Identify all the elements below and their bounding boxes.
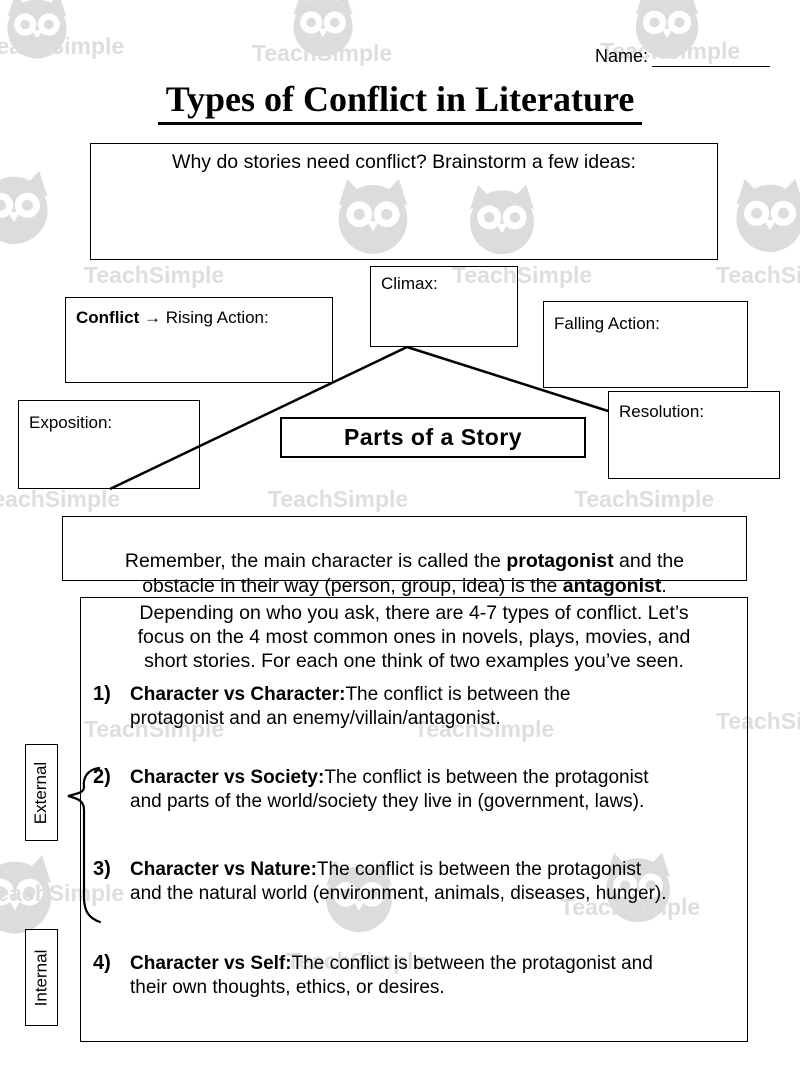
watermark-owl-icon [728, 176, 800, 254]
name-field: Name: [595, 46, 771, 67]
watermark-owl-icon [0, 168, 56, 246]
item-description: The conflict is between the protagonist … [130, 953, 653, 998]
reminder-box: Remember, the main character is called t… [62, 516, 747, 597]
name-blank-line [652, 47, 771, 67]
climax-box: Climax: [370, 266, 518, 347]
protagonist-term: protagonist [506, 549, 614, 572]
item-title: Character vs Society: [130, 767, 325, 788]
watermark-text: TeachSimple [716, 708, 800, 734]
watermark-text: TeachSimple [574, 486, 715, 512]
conflict-item: 1) Character vs Character:The conflict i… [93, 683, 741, 731]
item-description: The conflict is between the protagonist … [130, 767, 649, 812]
internal-label-box: Internal [25, 929, 58, 1026]
conflict-item: 4) Character vs Self:The conflict is bet… [93, 952, 741, 1000]
falling-action-box: Falling Action: [543, 301, 748, 388]
name-label: Name: [595, 46, 649, 66]
watermark-text: TeachSimple [252, 40, 393, 66]
internal-label: Internal [31, 949, 51, 1006]
parts-of-a-story-box: Parts of a Story [280, 417, 586, 458]
exposition-box: Exposition: [18, 400, 200, 489]
watermark-text: TeachSimple [560, 894, 701, 920]
item-description: The conflict is between the protagonist … [130, 684, 571, 729]
watermark-text: TeachSimple [0, 33, 125, 59]
reminder-text: . [661, 574, 667, 597]
exposition-label: Exposition: [29, 413, 113, 432]
watermark-text: TeachSimple [84, 716, 225, 742]
brainstorm-box: Why do stories need conflict? Brainstorm… [90, 143, 718, 260]
item-title: Character vs Character: [130, 684, 346, 705]
parts-of-a-story-title: Parts of a Story [344, 424, 522, 450]
conflict-intro: Depending on who you ask, there are 4-7 … [137, 602, 691, 672]
resolution-label: Resolution: [619, 402, 705, 421]
watermark-text: TeachSimple [84, 262, 225, 288]
item-number: 3) [93, 858, 111, 880]
conflict-item: 2) Character vs Society:The conflict is … [93, 766, 741, 814]
watermark-text: TeachSimple [414, 716, 555, 742]
external-label: External [31, 761, 51, 824]
watermark-text: TeachSimple [0, 880, 125, 906]
item-description: The conflict is between the protagonist … [130, 859, 667, 904]
watermark-text: TeachSimple [268, 486, 409, 512]
reminder-text: Remember, the main character is called t… [124, 549, 507, 572]
title-wrap: Types of Conflict in Literature [0, 78, 800, 125]
antagonist-term: antagonist [562, 574, 662, 597]
watermark-text: TeachSimple [716, 262, 800, 288]
conflict-item: 3) Character vs Nature:The conflict is b… [93, 858, 741, 906]
item-number: 4) [93, 952, 111, 974]
rising-action-label: → Rising Action: [139, 308, 269, 327]
item-number: 1) [93, 683, 111, 705]
falling-action-label: Falling Action: [554, 314, 660, 333]
item-title: Character vs Self: [130, 953, 292, 974]
item-number: 2) [93, 766, 111, 788]
climax-label: Climax: [381, 274, 438, 293]
reminder-text: and the obstacle in their way (person, g… [142, 549, 685, 597]
item-title: Character vs Nature: [130, 859, 317, 880]
watermark-text: TeachSimple [286, 948, 427, 974]
watermark-text: TeachSimple [600, 38, 741, 64]
watermark-text: TeachSimple [0, 486, 121, 512]
conflict-label: Conflict [76, 308, 140, 327]
rising-action-box: Conflict → Rising Action: [65, 297, 333, 383]
resolution-box: Resolution: [608, 391, 780, 479]
page-title: Types of Conflict in Literature [157, 78, 643, 125]
brainstorm-prompt: Why do stories need conflict? Brainstorm… [172, 151, 636, 173]
external-label-box: External [25, 744, 58, 841]
